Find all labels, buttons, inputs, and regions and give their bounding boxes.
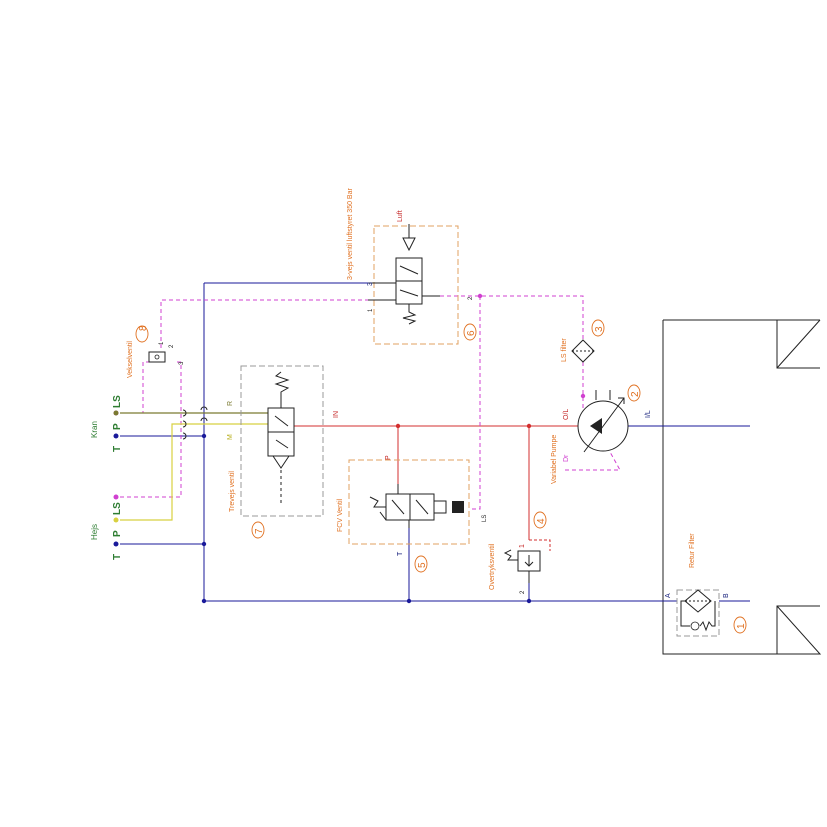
svg-text:1: 1 xyxy=(519,544,526,548)
svg-text:M: M xyxy=(227,434,234,440)
retur-filter: Retur Filter 1 A B xyxy=(665,533,747,637)
trevejs-ventil: Trevejs ventil 7 R M IN xyxy=(227,365,340,539)
pump-label: Variabel Pumpe xyxy=(551,435,558,484)
variabel-pumpe: Variabel Pumpe 2 O/L I/L Dr xyxy=(551,384,652,484)
fcv-ventil: FCV Ventil 5 P T LS xyxy=(337,455,488,573)
overtryk-number: 4 xyxy=(536,518,547,524)
svg-text:IN: IN xyxy=(333,411,340,418)
veksel-label: Vekselventil xyxy=(127,341,134,378)
tank-reservoir xyxy=(662,319,822,655)
ls-filter-symbol xyxy=(571,339,595,363)
luft-valve: 3-vejs ventil luftstyret 350 Bar Luft 6 … xyxy=(347,188,477,345)
line-crossovers xyxy=(182,406,208,440)
fcv-label: FCV Ventil xyxy=(337,498,344,532)
svg-text:R: R xyxy=(227,401,234,406)
svg-text:P: P xyxy=(385,455,392,460)
veksel-ventil: Vekselventil 8 1 2 3 xyxy=(127,325,185,378)
luft-label: Luft xyxy=(397,210,404,222)
hejs-p-label: P xyxy=(112,530,123,537)
luft-valve-number: 6 xyxy=(466,330,477,336)
svg-text:Dr: Dr xyxy=(563,454,570,462)
trevejs-box xyxy=(240,365,324,517)
hejs-label: Hejs xyxy=(90,524,99,540)
retur-filter-number: 1 xyxy=(736,623,747,629)
hejs-p-line xyxy=(120,423,268,521)
svg-text:3: 3 xyxy=(367,282,374,286)
fcv-box xyxy=(348,459,470,545)
pressure-lines xyxy=(290,423,578,540)
svg-text:1: 1 xyxy=(159,341,165,345)
port-kran: Kran LS P T xyxy=(90,395,123,452)
ls-filter-label: LS filter xyxy=(561,338,568,362)
retur-filter-label: Retur Filter xyxy=(689,533,696,568)
ls-filter: LS filter 3 xyxy=(561,319,605,363)
overtryk-label: Overtryksventil xyxy=(489,543,496,590)
svg-text:LS: LS xyxy=(482,515,488,522)
user-pressure-lines xyxy=(113,410,270,547)
kran-t-label: T xyxy=(112,446,123,452)
tank-return-lines xyxy=(120,282,750,604)
svg-text:2: 2 xyxy=(520,590,526,594)
luft-valve-label: 3-vejs ventil luftstyret 350 Bar xyxy=(347,188,354,280)
luft-valve-box xyxy=(373,225,459,345)
svg-text:A: A xyxy=(665,593,672,598)
kran-label: Kran xyxy=(90,421,99,438)
pump-number: 2 xyxy=(630,391,641,397)
trevejs-number: 7 xyxy=(254,528,265,534)
load-sense-lines xyxy=(113,293,621,510)
fcv-number: 5 xyxy=(417,562,428,568)
svg-text:B: B xyxy=(723,593,730,598)
overtryk-ventil: Overtryksventil 4 1 2 xyxy=(489,511,551,594)
veksel-number: 8 xyxy=(138,325,149,331)
ls-filter-number: 3 xyxy=(594,326,605,332)
svg-text:1: 1 xyxy=(368,308,374,312)
kran-ls-label: LS xyxy=(112,395,123,408)
kran-p-label: P xyxy=(112,423,123,430)
trevejs-label: Trevejs ventil xyxy=(229,471,236,512)
hejs-ls-label: LS xyxy=(112,502,123,515)
hejs-t-label: T xyxy=(112,554,123,560)
svg-text:T: T xyxy=(397,551,404,556)
svg-text:3: 3 xyxy=(179,361,185,365)
port-hejs: Hejs LS P T xyxy=(90,502,123,560)
svg-text:2: 2 xyxy=(169,344,175,348)
svg-text:I/L: I/L xyxy=(645,410,652,418)
shuttle-valve-symbol xyxy=(148,351,166,363)
svg-text:O/L: O/L xyxy=(563,409,570,420)
svg-text:2: 2 xyxy=(468,296,474,300)
